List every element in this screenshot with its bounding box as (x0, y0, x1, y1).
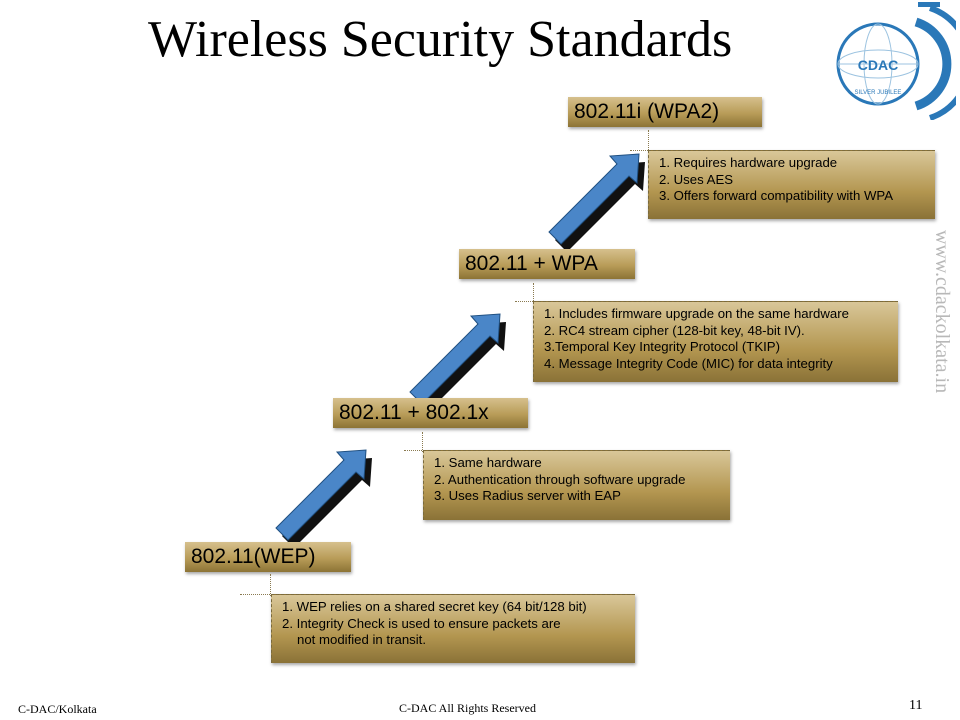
connector (515, 301, 533, 302)
stage-8021x-label: 802.11 + 802.1x (339, 401, 489, 424)
logo-text: CDAC (858, 57, 898, 73)
connector (270, 574, 271, 596)
note-line: not modified in transit. (297, 632, 427, 647)
footer-center: C-DAC All Rights Reserved (399, 701, 536, 715)
stage-wpa-label: 802.11 + WPA (465, 252, 598, 275)
note-line: 2. Authentication through software upgra… (434, 471, 686, 487)
connector (648, 130, 649, 150)
note-line: 1. WEP relies on a shared secret key (64… (282, 599, 587, 614)
connector (240, 594, 270, 595)
stage-wep: 802.11(WEP) (185, 542, 351, 572)
connector (422, 432, 423, 452)
stage-8021x-notes: 1. Same hardware 2. Authentication throu… (423, 450, 730, 520)
watermark-url: www.cdackolkata.in (931, 230, 953, 393)
connector (630, 150, 648, 151)
arrow-2 (409, 313, 506, 412)
logo-ring-text: SILVER JUBILEE (855, 90, 902, 96)
note-line: 1. Includes firmware upgrade on the same… (544, 306, 849, 321)
slide-title: Wireless Security Standards (148, 11, 733, 68)
note-line: 3. Offers forward compatibility with WPA (659, 188, 894, 203)
stage-wep-notes: 1. WEP relies on a shared secret key (64… (271, 594, 635, 663)
note-line: 2. Uses AES (659, 171, 734, 187)
stage-wep-label: 802.11(WEP) (191, 545, 316, 568)
stage-wpa2-notes: 1. Requires hardware upgrade 2. Uses AES… (648, 150, 935, 219)
watermark-text: www.cdackolkata.in (931, 230, 953, 393)
arrow-1 (275, 449, 372, 548)
stage-wpa-notes: 1. Includes firmware upgrade on the same… (533, 301, 898, 382)
page-number: 11 (909, 698, 923, 713)
note-line: 1. Same hardware (434, 455, 542, 470)
cdac-logo: CDAC SILVER JUBILEE (836, 2, 956, 120)
note-line: 3.Temporal Key Integrity Protocol (TKIP) (544, 339, 780, 354)
stage-wpa: 802.11 + WPA (459, 249, 635, 279)
note-line: 4. Message Integrity Code (MIC) for data… (544, 355, 833, 371)
note-line: 1. Requires hardware upgrade (659, 155, 838, 170)
stage-8021x: 802.11 + 802.1x (333, 398, 528, 428)
stage-wpa2-label: 802.11i (WPA2) (574, 100, 720, 123)
connector (404, 450, 422, 451)
arrow-3 (548, 153, 645, 252)
note-line: 2. RC4 stream cipher (128-bit key, 48-bi… (544, 322, 805, 338)
connector (533, 283, 534, 303)
note-line: 2. Integrity Check is used to ensure pac… (282, 615, 561, 631)
note-line: 3. Uses Radius server with EAP (434, 488, 621, 503)
footer-left: C-DAC/Kolkata (18, 702, 97, 716)
stage-wpa2: 802.11i (WPA2) (568, 97, 762, 127)
